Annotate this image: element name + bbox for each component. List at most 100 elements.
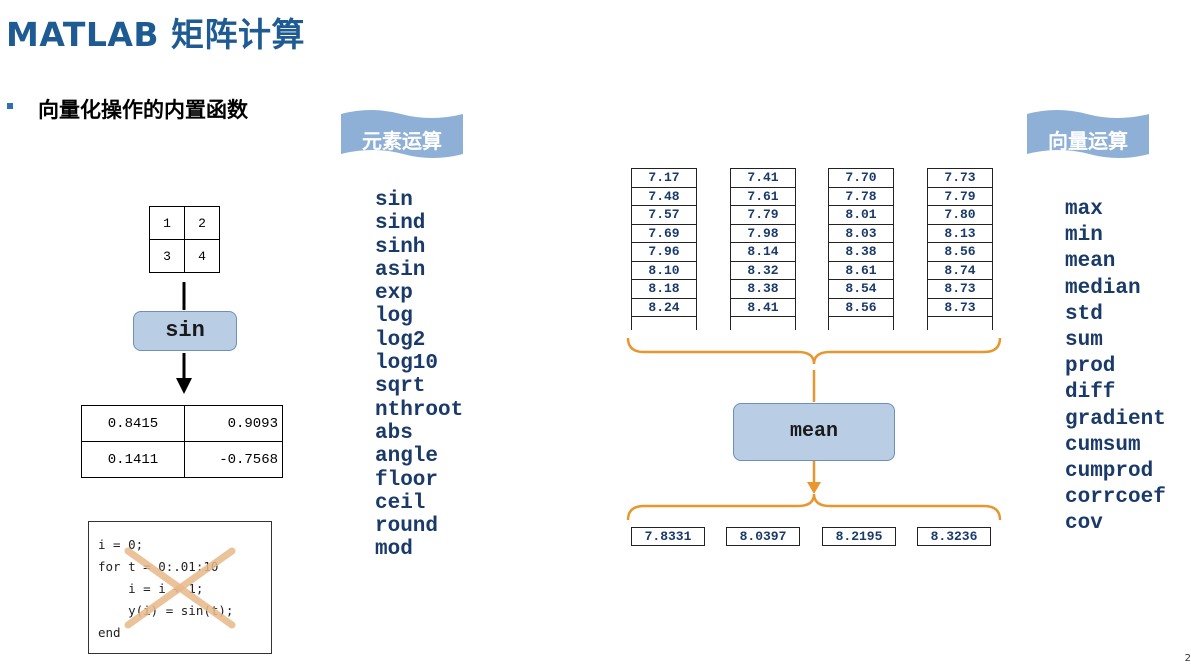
matrix-cell: 2: [184, 206, 220, 240]
matrix-cell: 8.18: [631, 279, 697, 298]
matrix-cell: 8.56: [927, 242, 993, 261]
matrix-cell: 8.10: [631, 260, 697, 279]
matrix-cell: 0.9093: [184, 405, 283, 442]
function-name: round: [375, 515, 439, 539]
matrix-column-tail: [631, 316, 697, 330]
matrix-cell: 4: [184, 239, 220, 273]
function-name: ceil: [375, 491, 426, 515]
matrix-cell: 7.17: [631, 168, 697, 187]
mean-result-cell: 7.8331: [631, 527, 705, 546]
mean-result-cell: 8.0397: [726, 527, 800, 546]
function-name: diff: [1065, 381, 1116, 405]
matrix-cell: 8.14: [730, 242, 796, 261]
function-name: nthroot: [375, 398, 464, 422]
sin-function-box: sin: [133, 311, 237, 351]
function-name: median: [1065, 276, 1141, 300]
input-matrix: 1 2 3 4: [149, 206, 220, 273]
matrix-cell: 8.38: [828, 242, 894, 261]
page-number: 2: [1184, 653, 1191, 664]
matrix-cell: 7.48: [631, 186, 697, 205]
matrix-cell: 7.79: [927, 186, 993, 205]
matrix-column-tail: [730, 316, 796, 330]
function-name: sum: [1065, 329, 1103, 353]
function-name: corrcoef: [1065, 486, 1166, 510]
matrix-cell: 7.61: [730, 186, 796, 205]
matrix-cell: 7.79: [730, 205, 796, 224]
matrix-cell: 8.01: [828, 205, 894, 224]
function-name: log: [375, 305, 413, 329]
function-name: min: [1065, 224, 1103, 248]
matrix-cell: 8.73: [927, 297, 993, 316]
matrix-cell: 0.8415: [81, 405, 185, 442]
matrix-cell: 8.41: [730, 297, 796, 316]
matrix-cell: 7.96: [631, 242, 697, 261]
matrix-cell: -0.7568: [184, 441, 283, 478]
mean-result-cell: 8.2195: [822, 527, 896, 546]
matrix-cell: 3: [149, 239, 185, 273]
matrix-cell: 1: [149, 206, 185, 240]
matrix-cell: 8.13: [927, 223, 993, 242]
brace-diagram: [626, 337, 1002, 521]
section-heading: 向量化操作的内置函数: [38, 98, 248, 122]
code-line: end: [98, 625, 121, 640]
function-name: mod: [375, 538, 413, 562]
bullet-marker: [7, 103, 13, 109]
mean-result-cell: 8.3236: [917, 527, 991, 546]
matrix-cell: 8.24: [631, 297, 697, 316]
function-name: sind: [375, 212, 426, 236]
vector-ribbon: 向量运算: [1027, 108, 1149, 162]
matrix-cell: 7.78: [828, 186, 894, 205]
matrix-column-tail: [828, 316, 894, 330]
matrix-cell: 7.41: [730, 168, 796, 187]
matrix-cell: 8.38: [730, 279, 796, 298]
function-name: mean: [1065, 250, 1116, 274]
matrix-cell: 7.57: [631, 205, 697, 224]
matrix-cell: 8.73: [927, 279, 993, 298]
function-name: sin: [375, 189, 413, 212]
ribbon-label: 向量运算: [1048, 129, 1128, 153]
matrix-cell: 7.80: [927, 205, 993, 224]
function-name: sqrt: [375, 375, 426, 399]
function-name: angle: [375, 445, 439, 469]
matrix-cell: 8.56: [828, 297, 894, 316]
sin-output-matrix: 0.8415 0.9093 0.1411 -0.7568: [81, 405, 283, 478]
function-name: asin: [375, 258, 426, 282]
function-name: exp: [375, 282, 413, 306]
page-title: MATLAB 矩阵计算: [6, 15, 306, 54]
function-name: cumprod: [1065, 460, 1154, 484]
function-name: abs: [375, 421, 413, 445]
matrix-cell: 8.32: [730, 260, 796, 279]
function-name: log10: [375, 352, 439, 376]
cross-mark-icon: [124, 547, 236, 629]
function-name: max: [1065, 198, 1103, 221]
matrix-cell: 7.98: [730, 223, 796, 242]
mean-function-box: mean: [733, 403, 895, 461]
matrix-cell: 8.61: [828, 260, 894, 279]
ribbon-label: 元素运算: [362, 129, 442, 153]
function-name: sinh: [375, 235, 426, 259]
function-name: floor: [375, 468, 439, 492]
elementwise-ribbon: 元素运算: [341, 108, 463, 162]
matrix-cell: 8.03: [828, 223, 894, 242]
function-name: cumsum: [1065, 433, 1141, 457]
flow-arrow: [176, 282, 192, 394]
matrix-cell: 8.74: [927, 260, 993, 279]
function-name: std: [1065, 302, 1103, 326]
matrix-column-tail: [927, 316, 993, 330]
code-line: i = 0;: [98, 537, 144, 552]
function-name: prod: [1065, 355, 1116, 379]
function-name: cov: [1065, 512, 1103, 536]
function-name: gradient: [1065, 407, 1166, 431]
matrix-cell: 7.69: [631, 223, 697, 242]
function-name: log2: [375, 328, 426, 352]
matrix-cell: 7.70: [828, 168, 894, 187]
matrix-cell: 8.54: [828, 279, 894, 298]
matrix-cell: 7.73: [927, 168, 993, 187]
matrix-cell: 0.1411: [81, 441, 185, 478]
